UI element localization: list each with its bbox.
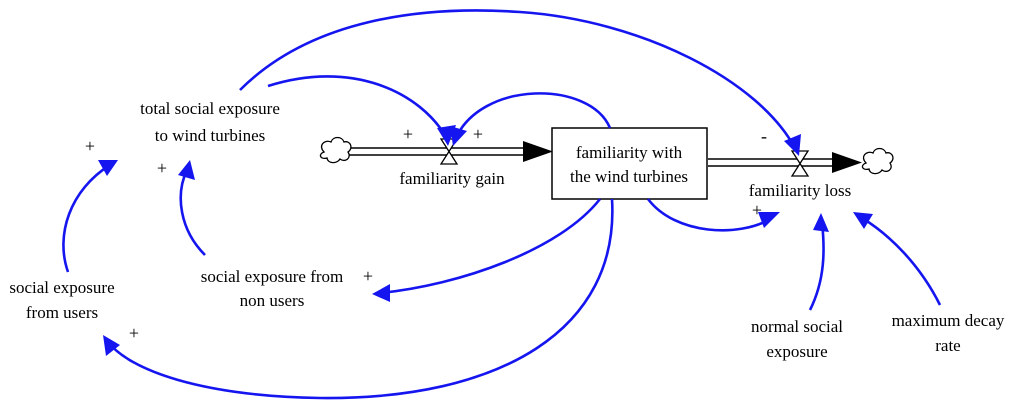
valve-icon [790, 150, 810, 177]
arrowhead-normal-to-loss [813, 213, 829, 232]
link-stock-to-users [106, 198, 614, 400]
polarity-stock-to-gain: + [473, 124, 483, 144]
link-normal-to-loss [808, 221, 825, 311]
total-social-exposure-label-line2: to wind turbines [155, 126, 266, 145]
polarity-total-to-loss: - [761, 126, 767, 146]
cloud-source-icon [319, 136, 352, 164]
arrowhead-stock-to-loss [758, 212, 780, 228]
link-total-to-loss [239, 9, 798, 151]
social-exposure-nonusers-label-line2: non users [240, 291, 305, 310]
inflow-pipe [346, 141, 553, 162]
social-exposure-users-label-line2: from users [26, 303, 98, 322]
familiarity-loss-label: familiarity loss [749, 181, 851, 200]
social-exposure-nonusers-label-line1: social exposure from [201, 267, 344, 286]
outflow-pipe [708, 152, 862, 173]
normal-social-exposure-label-line1: normal social [751, 317, 843, 336]
link-stock-to-gain [453, 92, 612, 141]
cloud-sink-icon [861, 147, 894, 175]
polarity-users-to-total: + [85, 136, 95, 156]
familiarity-stock-label-line1: familiarity with [576, 143, 683, 162]
arrowhead-total-to-loss [784, 134, 801, 156]
polarity-nonusers-to-total: + [157, 158, 167, 178]
arrowhead-stock-to-gain [450, 126, 467, 146]
polarity-stock-to-users: + [129, 323, 139, 343]
arrowhead-users-to-total [98, 160, 118, 176]
arrowhead-stock-to-users [103, 335, 120, 356]
link-stock-to-nonusers [379, 198, 602, 295]
link-total-to-gain [267, 75, 450, 141]
familiarity-stock-box [551, 127, 708, 200]
maximum-decay-rate-label-line2: rate [935, 336, 960, 355]
arrowhead-nonusers-to-total [178, 160, 195, 180]
social-exposure-users-label-line1: social exposure [9, 278, 114, 297]
arrowhead-decay-to-loss [853, 212, 873, 229]
link-nonusers-to-total [179, 169, 206, 256]
familiarity-gain-label: familiarity gain [399, 169, 505, 188]
polarity-stock-to-nonusers: + [363, 266, 373, 286]
familiarity-stock-label-line2: the wind turbines [570, 167, 688, 186]
link-decay-to-loss [861, 216, 942, 306]
polarity-total-to-gain: + [403, 124, 413, 144]
link-users-to-total [62, 163, 111, 273]
arrowhead-stock-to-nonusers [372, 284, 390, 302]
link-stock-to-loss [646, 198, 773, 232]
normal-social-exposure-label-line2: exposure [766, 342, 827, 361]
polarity-stock-to-loss: + [752, 200, 762, 220]
maximum-decay-rate-label-line1: maximum decay [892, 311, 1005, 330]
total-social-exposure-label-line1: total social exposure [140, 99, 280, 118]
